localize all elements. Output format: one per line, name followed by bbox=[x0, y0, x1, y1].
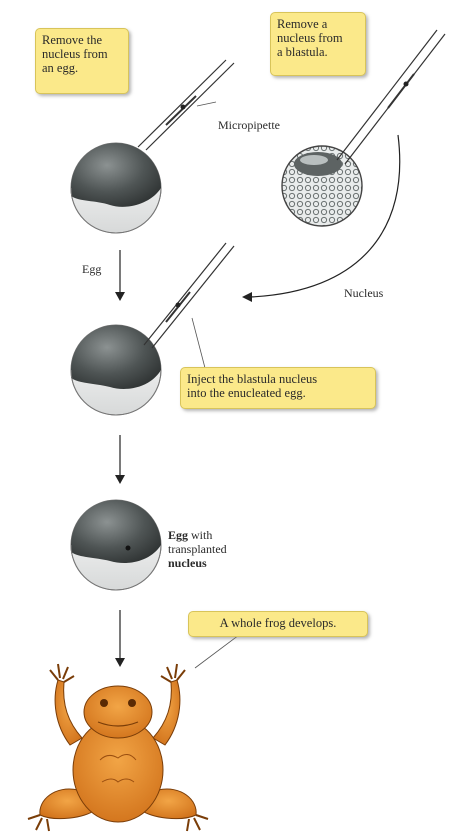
egg-icon bbox=[71, 325, 161, 415]
callout-line: Inject the blastula nucleus bbox=[187, 372, 369, 386]
egg-with-transplanted-nucleus-label: Egg with transplanted nucleus bbox=[168, 528, 227, 570]
arrow-icon bbox=[115, 610, 125, 667]
egg-with-label-bold: Egg bbox=[168, 528, 188, 542]
callout-line: nucleus from bbox=[277, 31, 359, 45]
callout-line: Remove the bbox=[42, 33, 122, 47]
callout-line: A whole frog develops. bbox=[195, 616, 361, 630]
egg-label: Egg bbox=[82, 262, 101, 277]
transplanted-label: transplanted bbox=[168, 542, 227, 556]
micropipette-label: Micropipette bbox=[218, 118, 280, 133]
nucleus-bold-label: nucleus bbox=[168, 556, 227, 570]
nucleus-label: Nucleus bbox=[344, 286, 383, 301]
callout-line: an egg. bbox=[42, 61, 122, 75]
callout-line: nucleus from bbox=[42, 47, 122, 61]
callout-pointer bbox=[195, 632, 243, 668]
callout-remove-blastula-nucleus: Remove a nucleus from a blastula. bbox=[270, 12, 366, 76]
callout-line: into the enucleated egg. bbox=[187, 386, 369, 400]
callout-line: Remove a bbox=[277, 17, 359, 31]
micropipette-icon bbox=[144, 243, 234, 368]
egg-icon bbox=[71, 500, 161, 590]
callout-remove-egg-nucleus: Remove the nucleus from an egg. bbox=[35, 28, 129, 94]
micropipette-icon bbox=[138, 60, 234, 150]
callout-inject: Inject the blastula nucleus into the enu… bbox=[180, 367, 376, 409]
arrow-icon bbox=[115, 435, 125, 484]
callout-line: a blastula. bbox=[277, 45, 359, 59]
callout-frog-develops: A whole frog develops. bbox=[188, 611, 368, 637]
frog-icon bbox=[28, 664, 208, 831]
egg-with-label-rest: with bbox=[188, 528, 212, 542]
egg-icon bbox=[71, 143, 161, 233]
arrow-icon bbox=[115, 250, 125, 301]
